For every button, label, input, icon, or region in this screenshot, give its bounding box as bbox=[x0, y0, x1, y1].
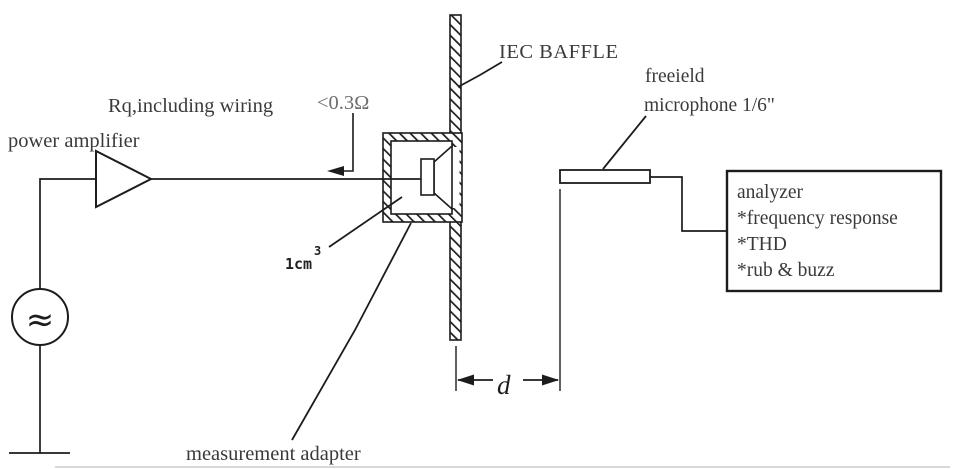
analyzer-title: analyzer bbox=[737, 182, 804, 203]
analyzer-frame bbox=[725, 169, 943, 293]
distance-label: d bbox=[497, 370, 511, 400]
coupler-volume-exponent: 3 bbox=[314, 244, 321, 258]
generator-circle-icon bbox=[11, 288, 69, 346]
rq-label: Rq,including wiring bbox=[108, 95, 273, 117]
wiring bbox=[9, 176, 727, 454]
signal-generator: ≈ bbox=[11, 288, 69, 346]
analyzer-function-thd: *THD bbox=[737, 234, 787, 255]
scan-artifact bbox=[55, 466, 950, 468]
rq-arrowhead-icon bbox=[327, 166, 344, 176]
rq-leader bbox=[327, 113, 354, 176]
microphone bbox=[559, 169, 651, 184]
amplifier-triangle-icon bbox=[95, 149, 154, 209]
coupler-volume-label: 1cm bbox=[285, 255, 312, 273]
distance-dimension: d bbox=[455, 189, 561, 400]
power-amplifier bbox=[95, 149, 154, 209]
adapter-leader-line bbox=[291, 222, 412, 441]
speaker-magnet bbox=[420, 158, 435, 196]
generator-wave-symbol: ≈ bbox=[26, 300, 55, 340]
analyzer-function-frequency-response: *frequency response bbox=[737, 208, 898, 229]
power-amplifier-label: power amplifier bbox=[8, 130, 140, 152]
wire-microphone-to-analyzer bbox=[650, 176, 727, 232]
microphone-bar-icon bbox=[559, 169, 651, 184]
iec-baffle-label: IEC BAFFLE bbox=[499, 41, 618, 63]
baffle-leader-line bbox=[457, 61, 503, 88]
measurement-adapter-label: measurement adapter bbox=[186, 443, 361, 465]
volume-leader-line bbox=[328, 196, 403, 248]
baffle-opening bbox=[451, 147, 460, 208]
rq-value-label: <0.3Ω bbox=[317, 92, 369, 114]
wire-generator-to-amplifier bbox=[39, 178, 96, 289]
microphone-leader-line bbox=[602, 115, 647, 170]
rq-leader-line bbox=[344, 113, 354, 172]
analyzer-box: analyzer *frequency response *THD *rub &… bbox=[725, 169, 943, 293]
dimension-arrow-left-icon bbox=[457, 374, 474, 386]
microphone-label-line2: microphone 1/6" bbox=[644, 95, 775, 116]
loudspeaker bbox=[420, 144, 453, 211]
microphone-label-line1: freeield bbox=[645, 66, 705, 87]
analyzer-function-rub-buzz: *rub & buzz bbox=[737, 260, 835, 281]
dimension-arrow-right-icon bbox=[542, 374, 559, 386]
